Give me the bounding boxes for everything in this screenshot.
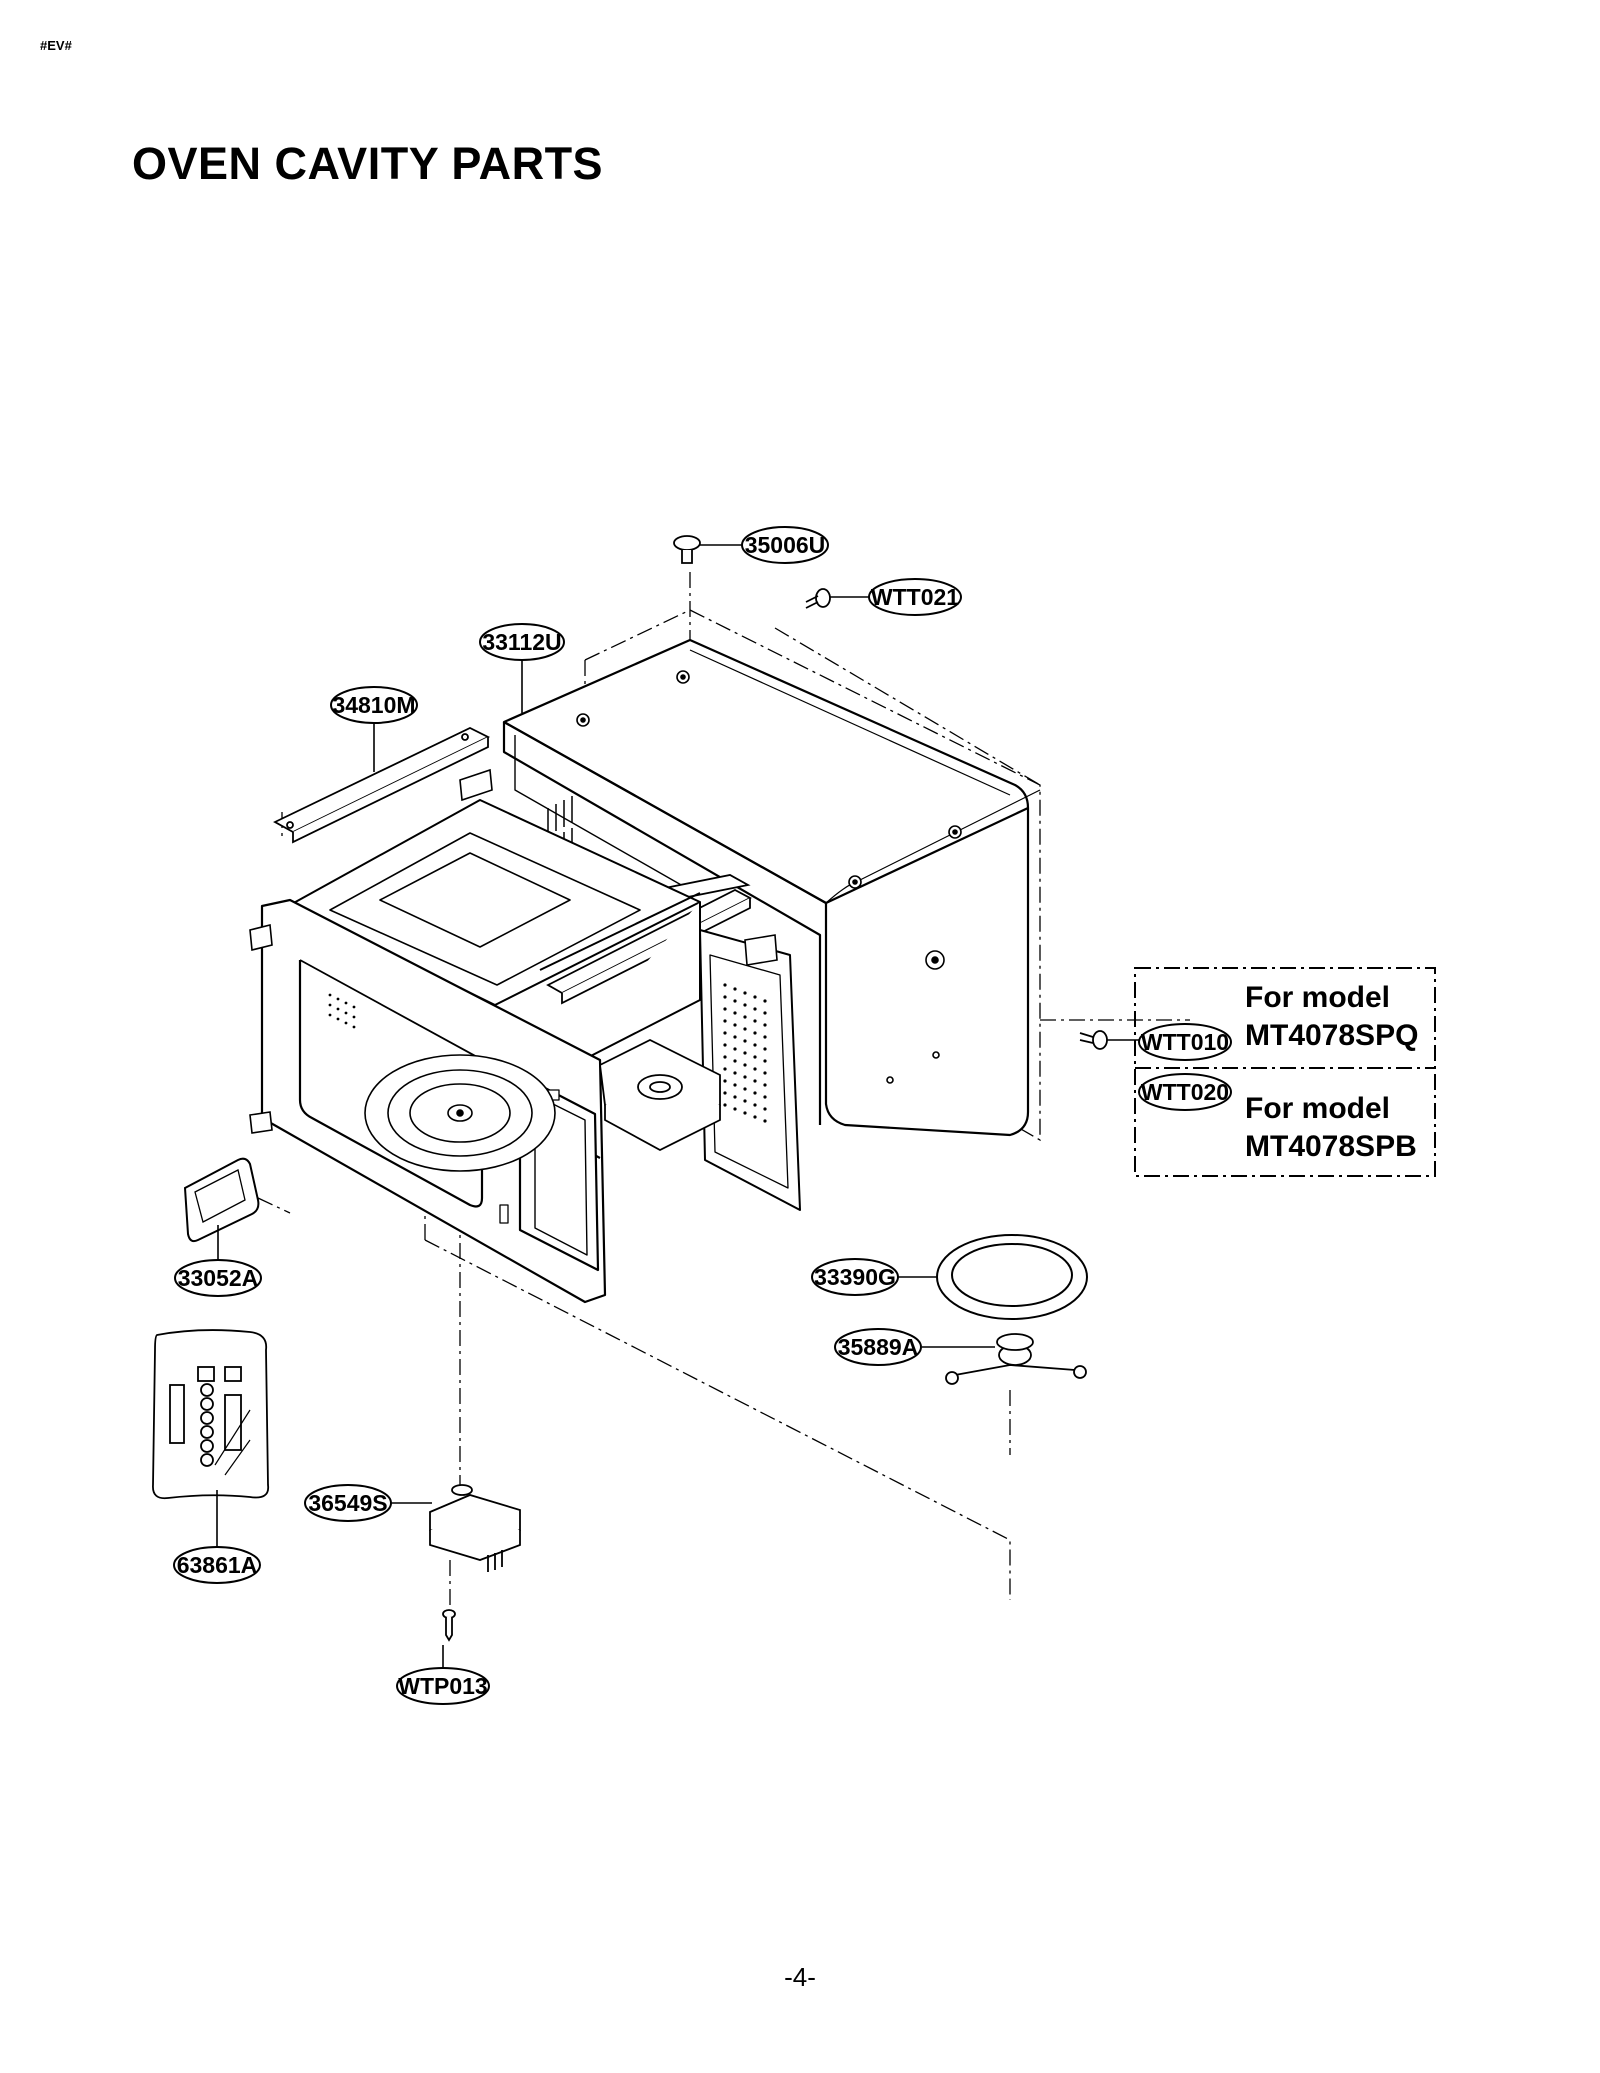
svg-text:33112U: 33112U <box>482 629 561 655</box>
cavity-turntable <box>364 1054 556 1172</box>
top-rail <box>273 726 491 844</box>
frame-hinges <box>249 768 778 1134</box>
svg-text:WTP013: WTP013 <box>398 1673 487 1699</box>
callout-35006U: 35006U <box>741 526 829 564</box>
svg-text:33390G: 33390G <box>814 1264 896 1290</box>
callout-36549S: 36549S <box>304 1484 392 1522</box>
svg-text:WTT020: WTT020 <box>1141 1079 1229 1105</box>
svg-text:WTT021: WTT021 <box>871 584 959 610</box>
svg-text:36549S: 36549S <box>308 1490 387 1516</box>
model-note-box <box>1134 967 1436 1177</box>
callout-63861A: 63861A <box>173 1546 261 1584</box>
leader-lines <box>216 544 1140 1668</box>
model-note-text: For model MT4078SPQ For model MT4078SPB <box>1245 981 1418 1163</box>
callout-WTT010: WTT010 <box>1138 1023 1232 1061</box>
part-WTT021-screw <box>805 588 831 609</box>
part-35006U-knob <box>673 535 701 564</box>
svg-text:63861A: 63861A <box>177 1552 258 1578</box>
callout-WTT021: WTT021 <box>868 578 962 616</box>
note-1-line-1: For model <box>1245 981 1390 1014</box>
callout-35889A: 35889A <box>834 1328 922 1366</box>
svg-text:34810M: 34810M <box>332 692 415 718</box>
side-vent-grid <box>723 983 767 1123</box>
callout-33052A: 33052A <box>174 1259 262 1297</box>
part-35889A-roller <box>945 1333 1087 1385</box>
callout-33112U: 33112U <box>479 623 565 661</box>
page-number: -4- <box>784 1962 816 1992</box>
callout-34810M: 34810M <box>330 686 418 724</box>
svg-text:33052A: 33052A <box>178 1265 259 1291</box>
svg-text:35889A: 35889A <box>838 1334 919 1360</box>
outer-cabinet <box>502 638 1041 1137</box>
cover-33052A <box>183 1157 260 1243</box>
svg-text:WTT010: WTT010 <box>1141 1029 1229 1055</box>
callout-33390G: 33390G <box>811 1258 899 1296</box>
part-WTP013-screw <box>442 1609 456 1642</box>
motor-bracket <box>599 1038 721 1152</box>
part-36549S-motor <box>429 1484 521 1572</box>
callout-WTT020: WTT020 <box>1138 1073 1232 1111</box>
part-33390G-tray <box>936 1234 1088 1320</box>
note-2-line-1: For model <box>1245 1092 1390 1125</box>
cabinet-screw-holes <box>576 670 962 1084</box>
page-title: OVEN CAVITY PARTS <box>132 138 604 189</box>
svg-text:35006U: 35006U <box>745 532 826 558</box>
document-marker: #EV# <box>40 38 72 53</box>
note-1-line-2: MT4078SPQ <box>1245 1019 1418 1052</box>
note-2-line-2: MT4078SPB <box>1245 1130 1417 1163</box>
part-WTT010-screw <box>1079 1030 1108 1050</box>
part-63861A-label <box>152 1329 270 1500</box>
callout-WTP013: WTP013 <box>396 1667 490 1705</box>
